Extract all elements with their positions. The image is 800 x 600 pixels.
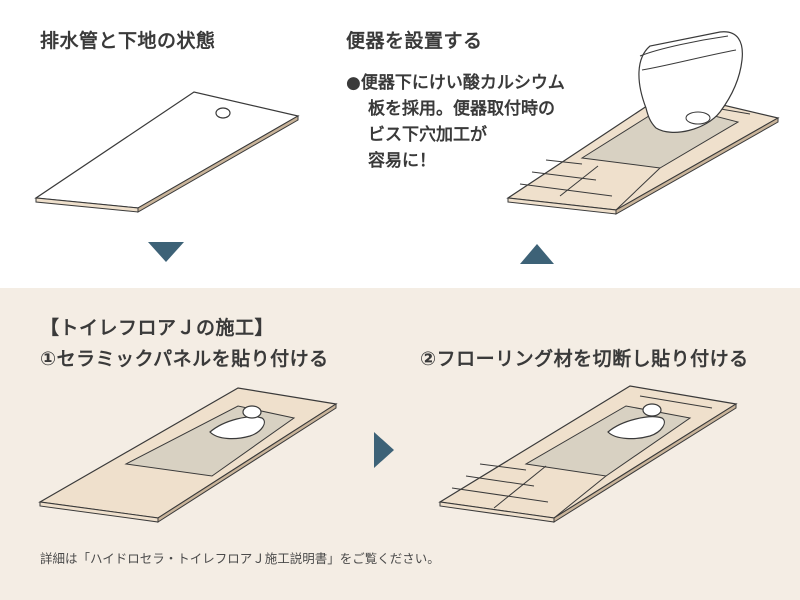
arrow-right-icon [374, 432, 394, 468]
step-1-label: ①セラミックパネルを貼り付ける [40, 348, 329, 370]
toilet-icon [638, 31, 743, 133]
note-line-4: 容易に！ [368, 151, 436, 171]
toilet-outline-icon [607, 416, 665, 440]
drain-pipe-icon [242, 405, 262, 419]
drain-pipe-icon [215, 107, 231, 119]
subfloor-board [34, 91, 300, 213]
step-2-illustration [438, 385, 738, 523]
arrow-up-icon [520, 244, 554, 264]
note-line-1: ●便器下にけい酸カルシウム [346, 73, 565, 93]
finished-floor [506, 91, 780, 215]
subfloor-state-title: 排水管と下地の状態 [40, 30, 216, 52]
section-title: 【トイレフロアＪの施工】 [40, 317, 275, 339]
note-line-2: 板を採用。便器取付時の [368, 99, 555, 119]
step-2-label: ②フローリング材を切断し貼り付ける [420, 348, 749, 370]
toilet-outline-icon [209, 416, 265, 440]
note-line-3: ビス下穴加工が [368, 125, 487, 145]
footer-note: 詳細は「ハイドロセラ・トイレフロアＪ施工説明書」をご覧ください。 [40, 551, 440, 566]
drain-pipe-icon [642, 403, 662, 417]
step-1-illustration [38, 387, 338, 523]
feature-note: ●便器下にけい酸カルシウム 板を採用。便器取付時の ビス下穴加工が 容易に！ [346, 70, 565, 174]
install-toilet-title: 便器を設置する [346, 30, 483, 52]
arrow-down-icon [148, 242, 184, 262]
